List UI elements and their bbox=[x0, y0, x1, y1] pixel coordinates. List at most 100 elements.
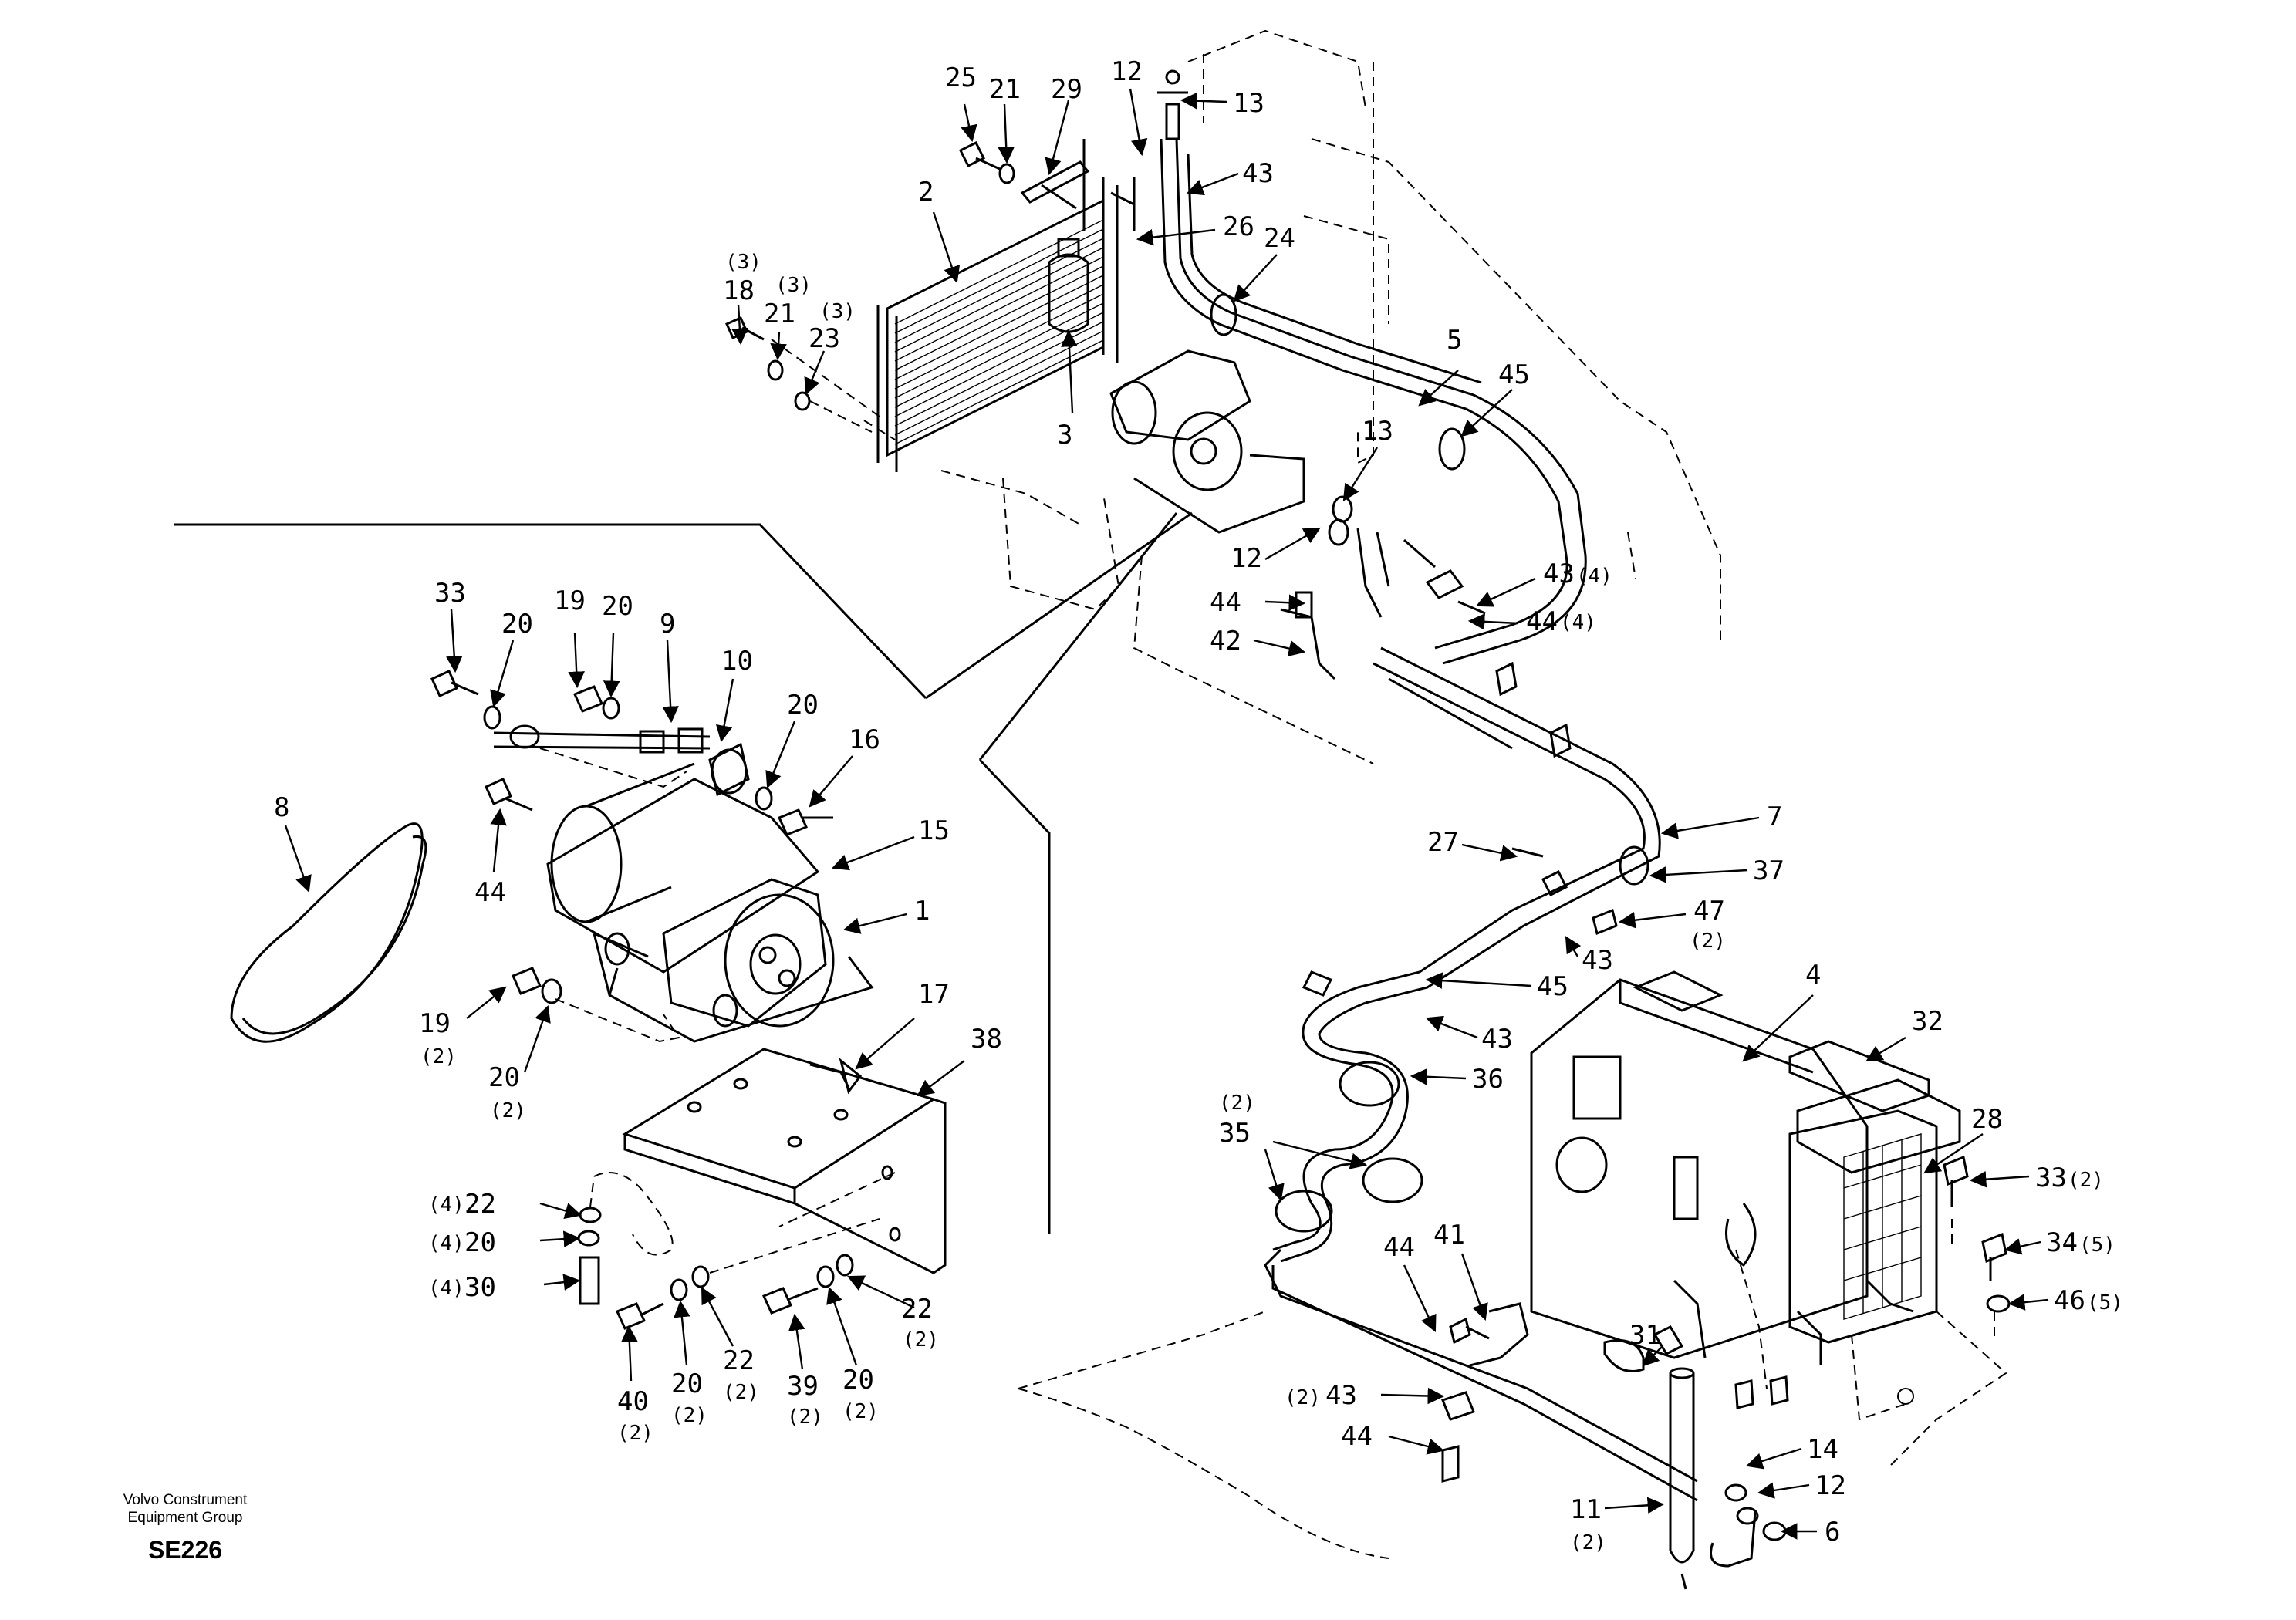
callout-label: 16 bbox=[849, 724, 880, 755]
callout-label: 2 bbox=[918, 177, 934, 208]
callout-qty: (4) bbox=[428, 1277, 464, 1300]
box-32 bbox=[1788, 1040, 1930, 1112]
compressor-bracket bbox=[593, 932, 874, 1043]
callout-label: 22 bbox=[464, 1189, 496, 1220]
callout-qty: (4) bbox=[1576, 565, 1612, 588]
callout-label: 43 bbox=[1582, 945, 1613, 976]
callout-label: 28 bbox=[1971, 1104, 2003, 1135]
callout-label: 9 bbox=[660, 609, 675, 640]
bottom-fasteners-detail bbox=[577, 1172, 896, 1330]
callout-label: 40 bbox=[617, 1386, 649, 1417]
drain-pipe-11 bbox=[1669, 1367, 1789, 1590]
diagram-code: SE226 bbox=[148, 1536, 222, 1564]
callout-qty: (2) bbox=[671, 1404, 707, 1427]
callout-label: 44 bbox=[474, 877, 506, 908]
washer-21-top bbox=[998, 163, 1015, 184]
adjusting-bolt-9 bbox=[493, 724, 711, 754]
callout-qty: (2) bbox=[617, 1422, 653, 1445]
receiver-drier bbox=[1041, 139, 1136, 333]
callout-label: 47 bbox=[1693, 896, 1725, 926]
callout-label: 20 bbox=[787, 690, 819, 721]
callout-label: 19 bbox=[419, 1008, 451, 1039]
callout-label: 41 bbox=[1433, 1220, 1465, 1250]
callout-arrows bbox=[284, 88, 2049, 1540]
callout-label: 20 bbox=[671, 1369, 703, 1399]
callout-qty: (2) bbox=[1285, 1386, 1321, 1409]
callout-label: 26 bbox=[1223, 211, 1254, 242]
compressor-detail bbox=[546, 742, 835, 1028]
footer-line-2: Equipment Group bbox=[128, 1510, 243, 1526]
callout-qty: (2) bbox=[1570, 1531, 1606, 1554]
callout-qty: (3) bbox=[725, 251, 761, 274]
drive-belt bbox=[230, 822, 427, 1043]
callout-label: 44 bbox=[1341, 1421, 1373, 1452]
callout-label: 21 bbox=[764, 299, 795, 329]
callout-qty: (4) bbox=[428, 1193, 464, 1217]
callout-label: 43 bbox=[1543, 559, 1575, 589]
callout-label: 24 bbox=[1264, 223, 1295, 254]
heater-unit-4 bbox=[1530, 970, 1961, 1365]
callout-label: 42 bbox=[1210, 626, 1241, 656]
callout-qty: (3) bbox=[819, 300, 856, 323]
callout-qty: (2) bbox=[1690, 930, 1726, 953]
callout-label: 11 bbox=[1570, 1494, 1602, 1525]
footer-line-1: Volvo Construment bbox=[123, 1492, 248, 1508]
condenser bbox=[863, 177, 1119, 525]
hose-fittings-mid bbox=[1280, 495, 1486, 680]
callout-label: 33 bbox=[2035, 1163, 2067, 1193]
callout-label: 33 bbox=[434, 578, 466, 609]
callout-label: 10 bbox=[721, 646, 753, 677]
callout-label: 38 bbox=[971, 1024, 1002, 1055]
callout-label: 32 bbox=[1912, 1006, 1943, 1037]
callout-qty: (2) bbox=[842, 1400, 879, 1423]
callout-label: 36 bbox=[1472, 1064, 1504, 1095]
callout-label: 17 bbox=[918, 979, 950, 1010]
callout-label: 14 bbox=[1807, 1434, 1838, 1465]
compressor-small bbox=[1109, 349, 1305, 534]
callout-label: 4 bbox=[1805, 960, 1821, 991]
callout-label: 37 bbox=[1753, 856, 1784, 886]
callout-qty: (2) bbox=[723, 1381, 759, 1404]
callout-qty: (2) bbox=[490, 1099, 526, 1122]
dashed-frame-upper bbox=[1002, 29, 1721, 764]
callout-label: 43 bbox=[1242, 158, 1274, 189]
callout-label: 5 bbox=[1447, 325, 1462, 356]
callout-label: 44 bbox=[1383, 1232, 1415, 1263]
hose-loops-35-36 bbox=[1264, 970, 1698, 1502]
right-fasteners-33-34-46 bbox=[1943, 1155, 2011, 1342]
callout-label: 34 bbox=[2046, 1227, 2078, 1258]
callout-qty: (2) bbox=[787, 1406, 823, 1429]
small-fasteners-detail bbox=[430, 670, 863, 1095]
callout-label: 20 bbox=[602, 591, 633, 622]
callout-label: 7 bbox=[1767, 802, 1782, 832]
base-plate-38 bbox=[622, 1048, 947, 1274]
callout-label: 46 bbox=[2054, 1285, 2085, 1316]
callout-label: 21 bbox=[989, 74, 1021, 105]
bolts-18-21-23 bbox=[725, 316, 880, 433]
detail-view-frame bbox=[174, 511, 1193, 1234]
callout-label: 22 bbox=[901, 1294, 933, 1325]
callout-label: 39 bbox=[787, 1371, 819, 1402]
callout-label: 45 bbox=[1537, 971, 1568, 1002]
callout-label: 20 bbox=[464, 1227, 496, 1258]
callout-label: 12 bbox=[1231, 543, 1262, 574]
callout-label: 23 bbox=[809, 323, 840, 354]
callout-label: 25 bbox=[945, 62, 977, 93]
callout-label: 43 bbox=[1325, 1380, 1357, 1411]
callout-qty: (2) bbox=[2068, 1169, 2104, 1192]
pipe-run-7 bbox=[1357, 646, 1661, 1004]
callout-qty: (5) bbox=[2087, 1291, 2123, 1315]
callout-label: 13 bbox=[1233, 88, 1264, 119]
callout-qty: (4) bbox=[1560, 611, 1596, 634]
callout-qty: (4) bbox=[428, 1232, 464, 1255]
callout-label: 35 bbox=[1219, 1118, 1251, 1149]
callout-label: 20 bbox=[488, 1062, 520, 1093]
callout-label: 6 bbox=[1825, 1517, 1840, 1547]
callout-label: 8 bbox=[274, 792, 289, 823]
callout-label: 15 bbox=[918, 815, 950, 846]
callout-label: 13 bbox=[1362, 416, 1393, 447]
callout-label: 43 bbox=[1481, 1024, 1513, 1055]
callout-label: 20 bbox=[501, 609, 533, 640]
callout-label: 30 bbox=[464, 1272, 496, 1303]
